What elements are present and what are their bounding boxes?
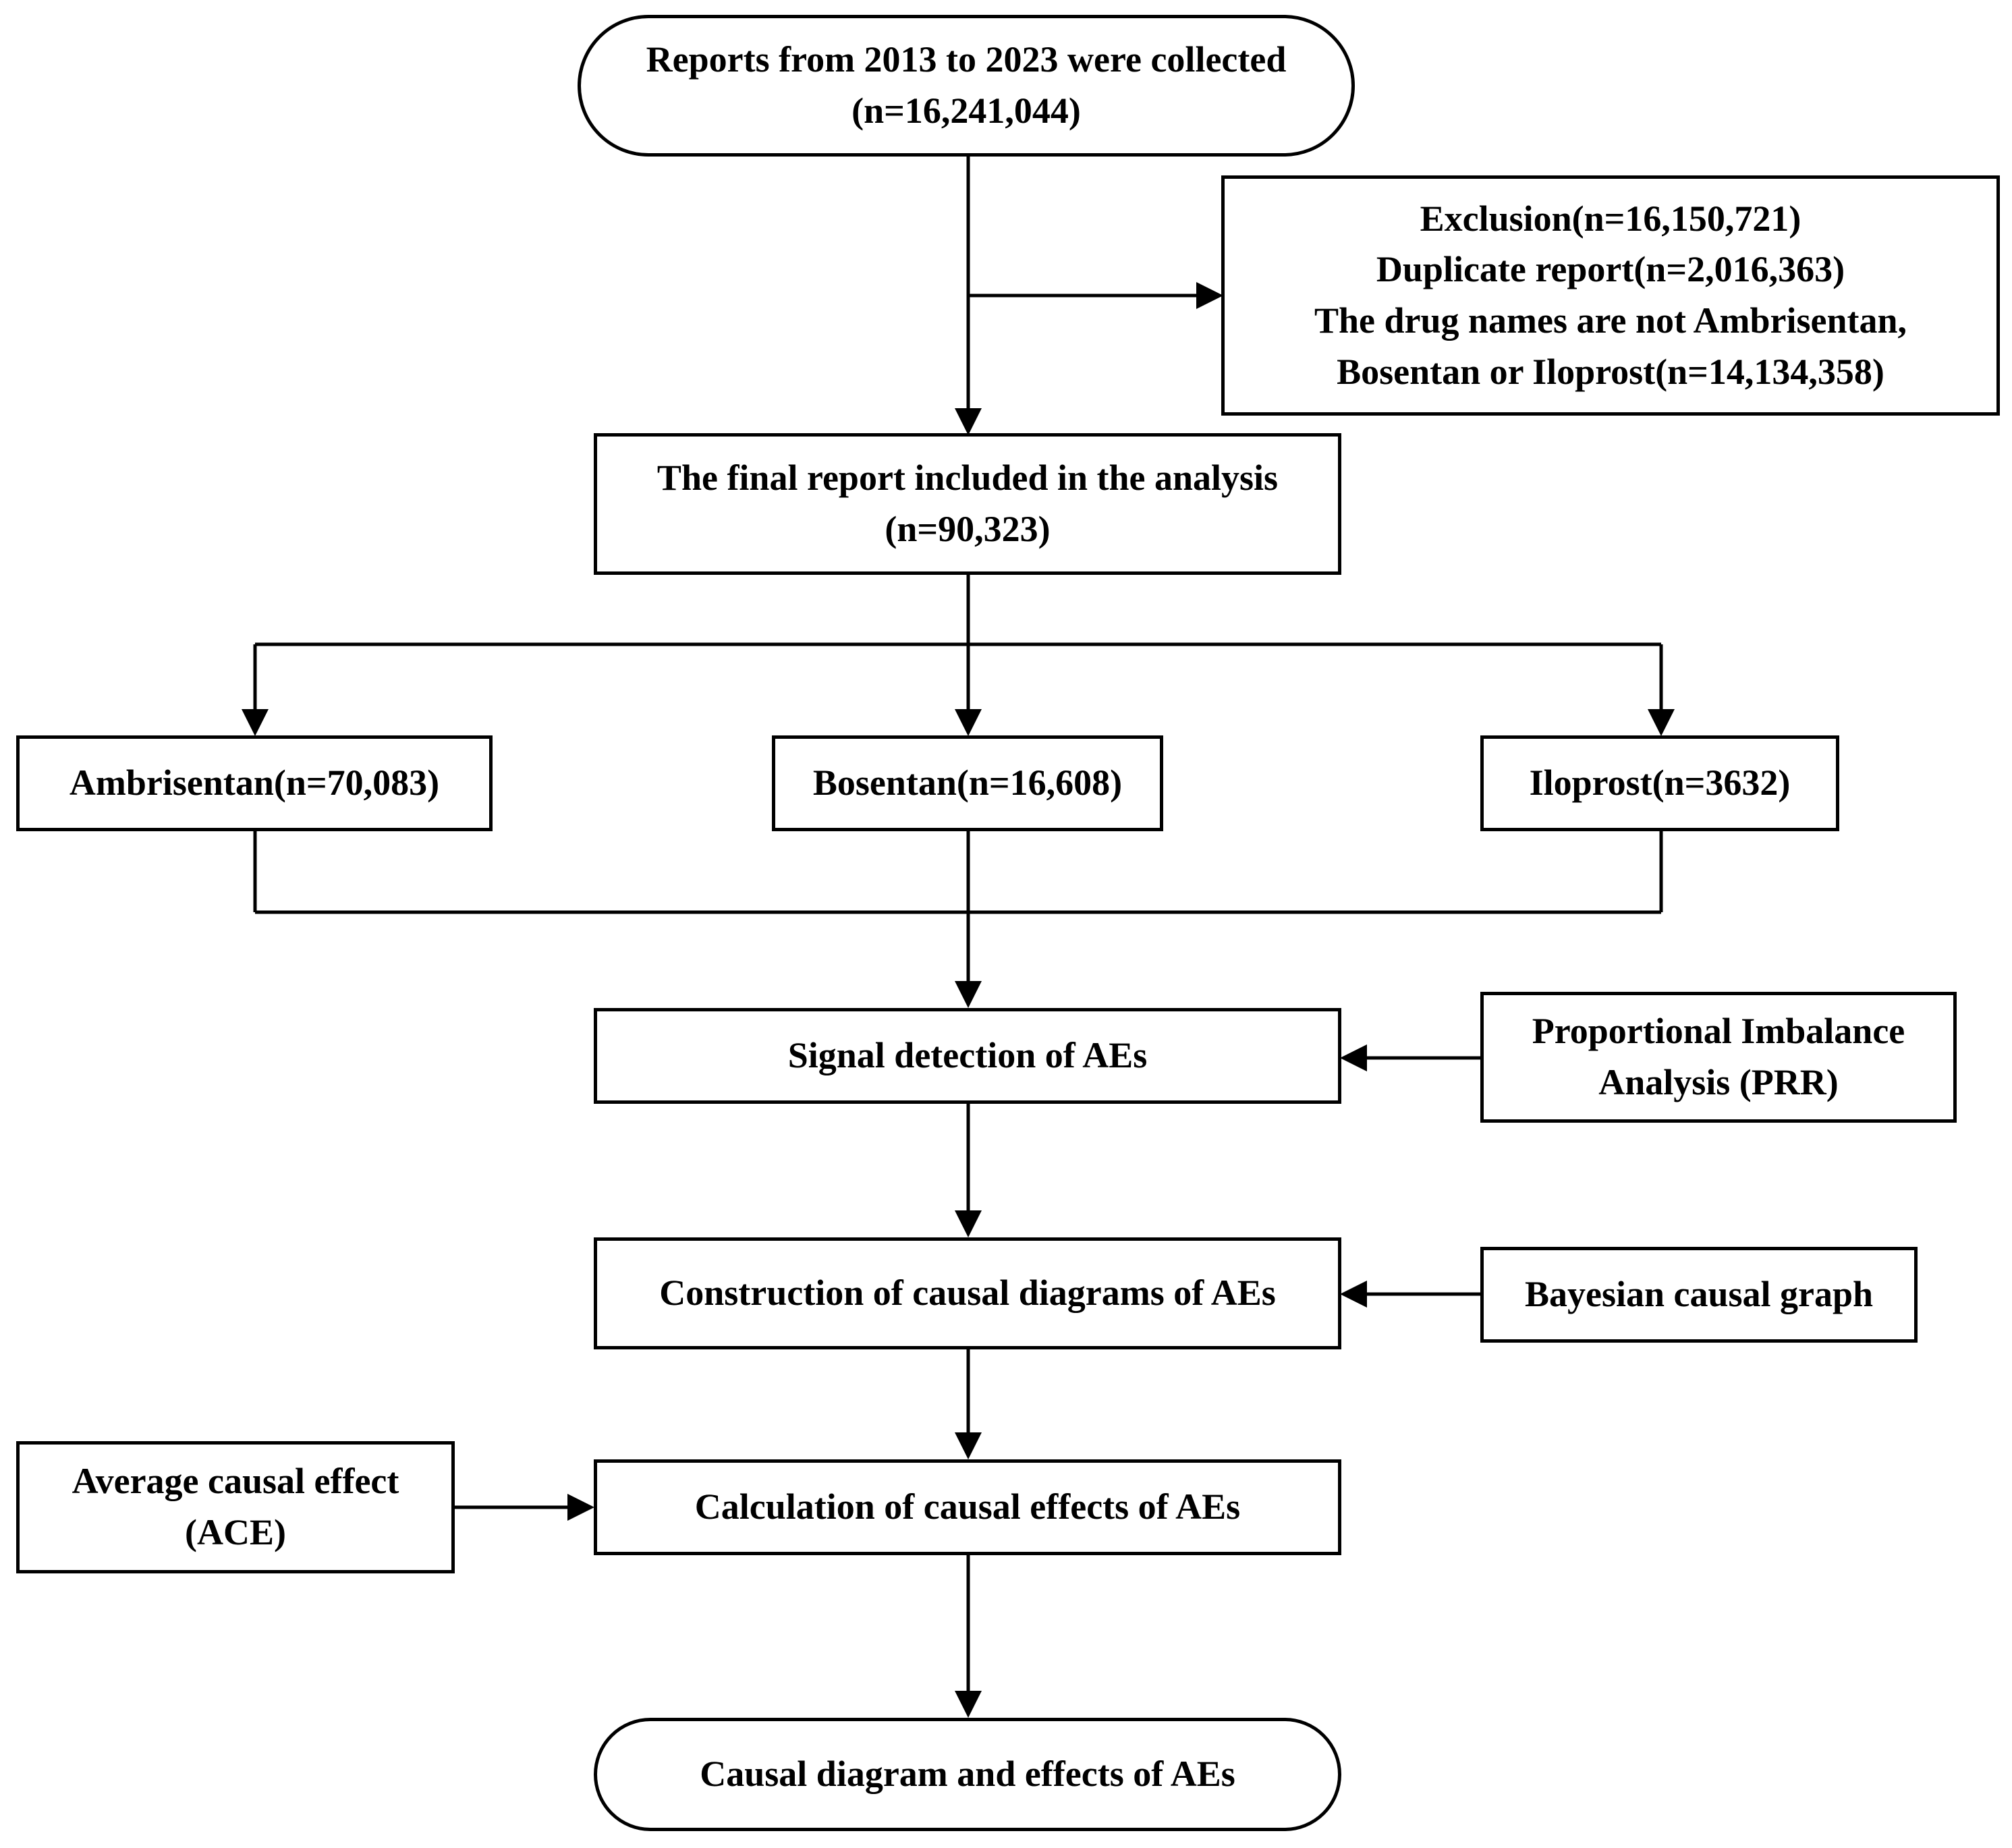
bosentan-box: Bosentan(n=16,608) [772,735,1163,831]
start-terminal: Reports from 2013 to 2023 were collected… [578,15,1355,157]
iloprost-box: Iloprost(n=3632) [1480,735,1839,831]
final-report-box: The final report included in the analysi… [594,433,1341,575]
construction-box: Construction of causal diagrams of AEs [594,1237,1341,1349]
final-line-1: The final report included in the analysi… [656,457,1279,499]
exclusion-drug-names-2: Bosentan or Iloprost(n=14,134,358) [1337,351,1884,392]
ambrisentan-box: Ambrisentan(n=70,083) [16,735,493,831]
bayesian-box: Bayesian causal graph [1480,1247,1918,1343]
start-line-1: Reports from 2013 to 2023 were collected [646,39,1287,80]
iloprost-label: Iloprost(n=3632) [1529,762,1791,804]
end-terminal: Causal diagram and effects of AEs [594,1718,1341,1831]
prr-line-1: Proportional Imbalance [1532,1011,1905,1052]
calculation-label: Calculation of causal effects of AEs [694,1486,1241,1528]
final-line-2: (n=90,323) [885,509,1051,549]
exclusion-drug-names-1: The drug names are not Ambrisentan, [1314,300,1907,341]
signal-detection-box: Signal detection of AEs [594,1008,1341,1104]
ace-box: Average causal effect (ACE) [16,1441,455,1573]
bayesian-label: Bayesian causal graph [1524,1274,1874,1315]
calculation-box: Calculation of causal effects of AEs [594,1459,1341,1555]
bosentan-label: Bosentan(n=16,608) [812,762,1123,804]
exclusion-box: Exclusion(n=16,150,721) Duplicate report… [1221,175,2000,416]
end-label: Causal diagram and effects of AEs [700,1754,1235,1795]
prr-line-2: Analysis (PRR) [1598,1062,1839,1102]
signal-label: Signal detection of AEs [787,1035,1148,1076]
construction-label: Construction of causal diagrams of AEs [659,1272,1276,1314]
exclusion-total: Exclusion(n=16,150,721) [1420,198,1801,239]
ace-line-2: (ACE) [185,1512,286,1552]
prr-box: Proportional Imbalance Analysis (PRR) [1480,992,1957,1123]
ambrisentan-label: Ambrisentan(n=70,083) [69,762,440,804]
ace-line-1: Average causal effect [72,1461,399,1502]
exclusion-duplicates: Duplicate report(n=2,016,363) [1376,249,1845,290]
start-line-2: (n=16,241,044) [851,90,1081,131]
